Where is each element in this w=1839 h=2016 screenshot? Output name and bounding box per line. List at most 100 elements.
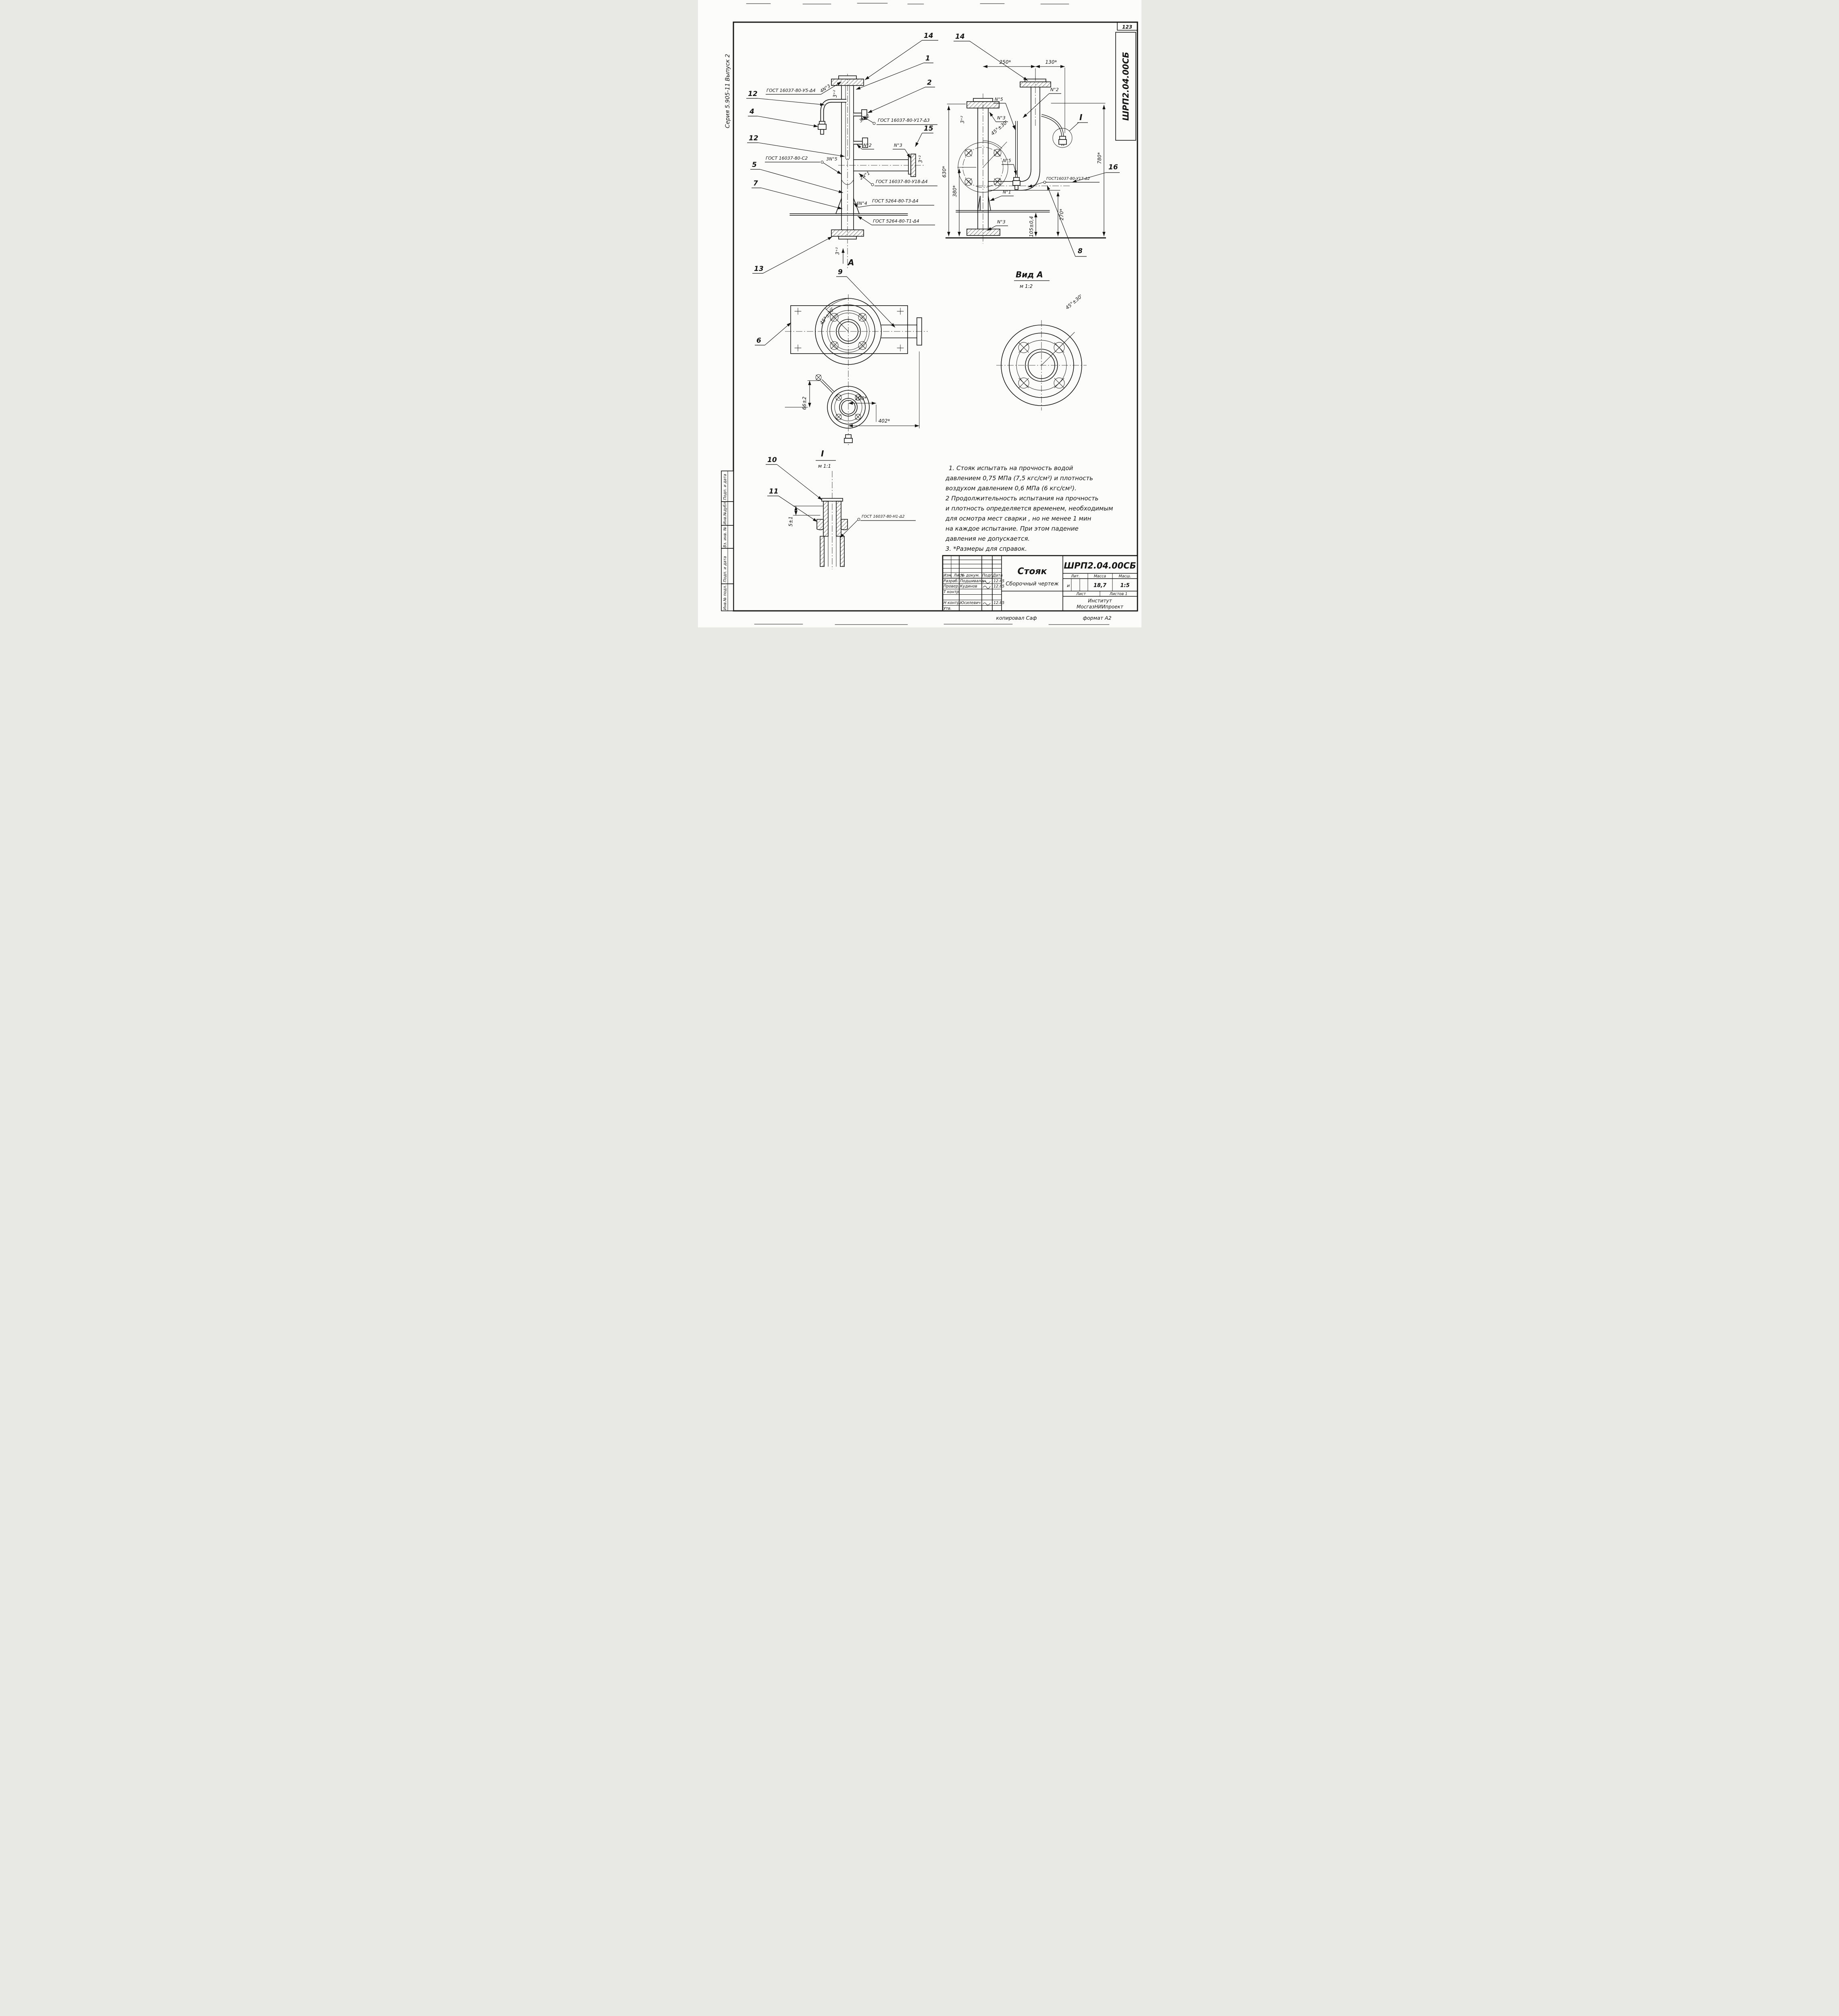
outlet-hub — [908, 156, 911, 175]
plan-stub-tube-bore — [821, 379, 834, 393]
plan-dimensions: 100* 66±2 402* — [785, 351, 919, 429]
union-small — [1059, 136, 1066, 140]
margin-stack: Подп. и дата Инв.№дубл. Вз. инв. № Подп.… — [721, 471, 734, 611]
tb-date: 12.85 — [993, 584, 1004, 589]
dim-380: 380* — [952, 185, 958, 197]
section-letter: А — [847, 258, 854, 267]
part-label-13: 13 — [754, 265, 764, 273]
note-line: давлением 0,75 МПа (7,5 кгс/см²) и плотн… — [945, 475, 1093, 482]
plan-bolt-circle — [827, 310, 869, 353]
part-label-9: 9 — [838, 268, 843, 276]
drawing-sheet: 123 ШРП2.04.00СБ Серия 5.905-11 Выпуск 2… — [698, 0, 1141, 627]
gooseneck-bore — [821, 100, 846, 122]
tb-col-data: Дата — [992, 573, 1003, 578]
part-label-14: 14 — [924, 32, 933, 40]
weld-count-4n4: 4N°4 — [856, 201, 867, 206]
plan-lower-bore-1 — [839, 398, 858, 417]
sleeve-bore — [828, 536, 836, 567]
note-line: на каждое испытание. При этом падение — [946, 525, 1079, 532]
tb-role: Т контр. — [943, 590, 960, 594]
title-block-frame — [942, 555, 1138, 612]
dim-5: 5±1 — [788, 516, 793, 527]
callout-dot — [873, 122, 875, 125]
view-a-angle-lines — [1041, 325, 1075, 366]
plan-bottom-fitting-a — [845, 434, 852, 439]
dim-3plus2-side: 3⁺² — [960, 116, 965, 123]
outlet-pipe — [853, 159, 911, 171]
scan-artifact-top-dashes — [746, 3, 1069, 4]
dim-3plus2-bottom: 3⁺² — [835, 247, 840, 255]
part-label-2: 2 — [927, 79, 932, 87]
side-top-flange — [966, 101, 1000, 108]
view-a-scale: м 1:2 — [1020, 283, 1033, 289]
dim-780: 780* — [1097, 152, 1102, 164]
vent-flange — [1019, 81, 1051, 87]
internal-tube — [845, 85, 850, 160]
bottom-strip: копировал Саф формат А2 — [996, 615, 1111, 621]
signature — [983, 581, 990, 583]
tb-name: Подшивалин — [960, 579, 986, 583]
dim-250: 250* — [999, 59, 1011, 65]
sleeve-wall-right — [839, 536, 845, 567]
side-gussets — [977, 196, 991, 211]
dim-100: 100* — [855, 396, 866, 401]
flange-bolt-circle — [1016, 340, 1066, 391]
blowdown-tip — [1014, 185, 1018, 190]
detail-i: I м 1:1 5±1 10 11 ГОСТ 16037-80-Н1-Δ2 — [765, 449, 916, 569]
note-line: для осмотра мест сварки , но не менее 1 … — [945, 515, 1091, 522]
side-plate — [955, 210, 1050, 212]
weld-count-4n3: 4N°3 — [819, 83, 831, 94]
tb-sheet: Лист — [1075, 592, 1086, 596]
plan-bottom-fitting-b — [843, 438, 853, 443]
dim-630: 630* — [941, 166, 947, 178]
outlet-flange — [910, 154, 916, 177]
tb-lit-label: Лит. — [1070, 574, 1080, 579]
tb-scale-label: Масш. — [1118, 574, 1131, 579]
side-view-callouts: 14 N°5 N°2 N°3 N°5 ГОСТ16037-80-У17-Δ2 1… — [953, 33, 1120, 257]
union-small-2 — [1058, 139, 1067, 145]
nipple-lug-left — [816, 519, 824, 530]
plan-lower-bore-2 — [841, 400, 856, 414]
tb-date: 12.85 — [993, 579, 1004, 583]
notes: 1. Стояк испытать на прочность водой дав… — [945, 464, 1113, 552]
inner-frame — [733, 21, 1138, 612]
weld-n2: N°2 — [863, 143, 872, 148]
sleeve-wall-left — [819, 536, 825, 567]
margin-label: Инв.№ подл. — [723, 585, 727, 610]
top-flange-hub — [838, 75, 857, 79]
part-label-5: 5 — [752, 161, 757, 169]
weld-spec-t1: ГОСТ 5264-80-Т1-Δ4 — [873, 219, 919, 224]
callout-dot — [821, 160, 823, 164]
drain-plate — [789, 213, 908, 216]
side-view: 3⁺² 45°±30' I — [941, 33, 1120, 257]
weld-spec-u17-2: ГОСТ16037-80-У17-Δ2 — [1046, 177, 1090, 181]
part-label-12b: 12 — [749, 134, 758, 142]
part-label-4: 4 — [749, 108, 754, 116]
part-label-8: 8 — [1078, 247, 1083, 255]
plan-lower-face — [831, 390, 866, 425]
nipple-lug-right — [840, 519, 848, 530]
note-line: 1. Стояк испытать на прочность водой — [949, 464, 1073, 472]
tb-lit: и — [1067, 583, 1070, 588]
copied-by: копировал Саф — [996, 615, 1037, 621]
blowdown-union-a — [1013, 177, 1020, 181]
flange-face — [1008, 333, 1074, 398]
part-label-11: 11 — [769, 487, 779, 496]
union-body — [817, 124, 827, 130]
weld-spec-c2: ГОСТ 16037-80-С2 — [766, 156, 808, 161]
stub2-cap — [862, 137, 868, 148]
weld-spec-u17-3: ГОСТ 16037-80-У17-Δ3 — [878, 118, 930, 123]
drawing-canvas: 123 ШРП2.04.00СБ Серия 5.905-11 Выпуск 2… — [721, 3, 1138, 625]
scan-artifact-bottom-dashes — [754, 624, 1109, 625]
view-a: Вид А м 1:2 45°±30' — [996, 270, 1087, 410]
signature — [983, 586, 990, 589]
plan-stub-cross — [816, 375, 821, 380]
dim-66: 66±2 — [802, 397, 807, 410]
nipple-rim — [821, 498, 843, 502]
tb-col-podp: Подп. — [982, 573, 994, 578]
part-label-12: 12 — [748, 90, 758, 98]
part-label-6: 6 — [756, 337, 761, 345]
plan-bore-1 — [835, 319, 861, 344]
detail-title-I: I — [821, 449, 824, 458]
note-line: 2 Продолжительность испытания на прочнос… — [946, 495, 1099, 502]
